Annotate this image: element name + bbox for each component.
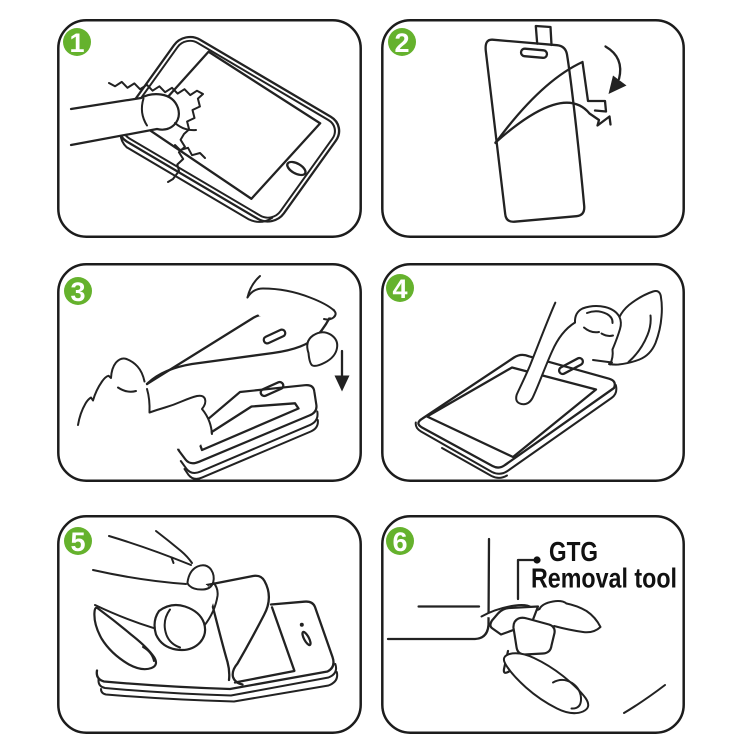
- svg-text:5: 5: [70, 527, 85, 557]
- svg-text:4: 4: [392, 274, 407, 304]
- svg-text:2: 2: [394, 28, 409, 58]
- svg-text:3: 3: [70, 277, 85, 307]
- svg-text:GTG: GTG: [549, 536, 598, 567]
- svg-text:Removal tool: Removal tool: [531, 563, 677, 594]
- svg-text:1: 1: [69, 28, 84, 58]
- svg-text:6: 6: [392, 527, 407, 557]
